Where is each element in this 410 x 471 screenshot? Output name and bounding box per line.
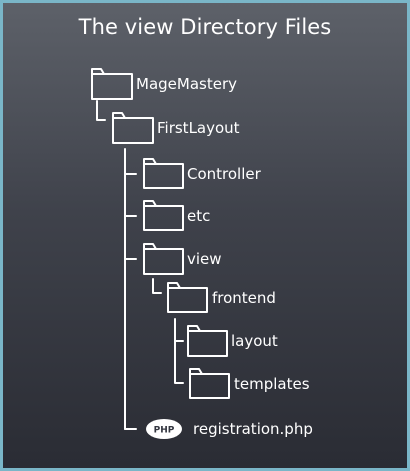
folder-icon [91,68,133,100]
node-label-firstlayout: FirstLayout [157,119,240,137]
node-label-frontend: frontend [212,289,276,307]
folder-icon [189,368,230,399]
folder-icon [167,282,208,313]
folder-icon [143,200,184,231]
folder-icon [143,158,184,189]
connector-frontend-trunk [174,318,184,384]
php-file-icon [146,419,182,439]
node-label-controller: Controller [187,165,262,183]
node-label-templates: templates [234,375,310,393]
connector-view-frontend [152,278,162,294]
node-label-magemastery: MageMastery [136,75,237,93]
node-label-view: view [187,250,222,268]
directory-tree: PHP MageMastery FirstLayout Controller e… [91,68,313,439]
diagram-title: The view Directory Files [78,15,332,39]
folder-icon [187,325,228,357]
connector-root-module [96,100,106,121]
node-label-etc: etc [187,207,210,225]
folder-icon [112,112,154,144]
php-badge-label: PHP [154,426,175,436]
folder-icon [143,243,184,275]
node-label-layout: layout [231,332,278,350]
node-label-registration: registration.php [193,420,313,438]
